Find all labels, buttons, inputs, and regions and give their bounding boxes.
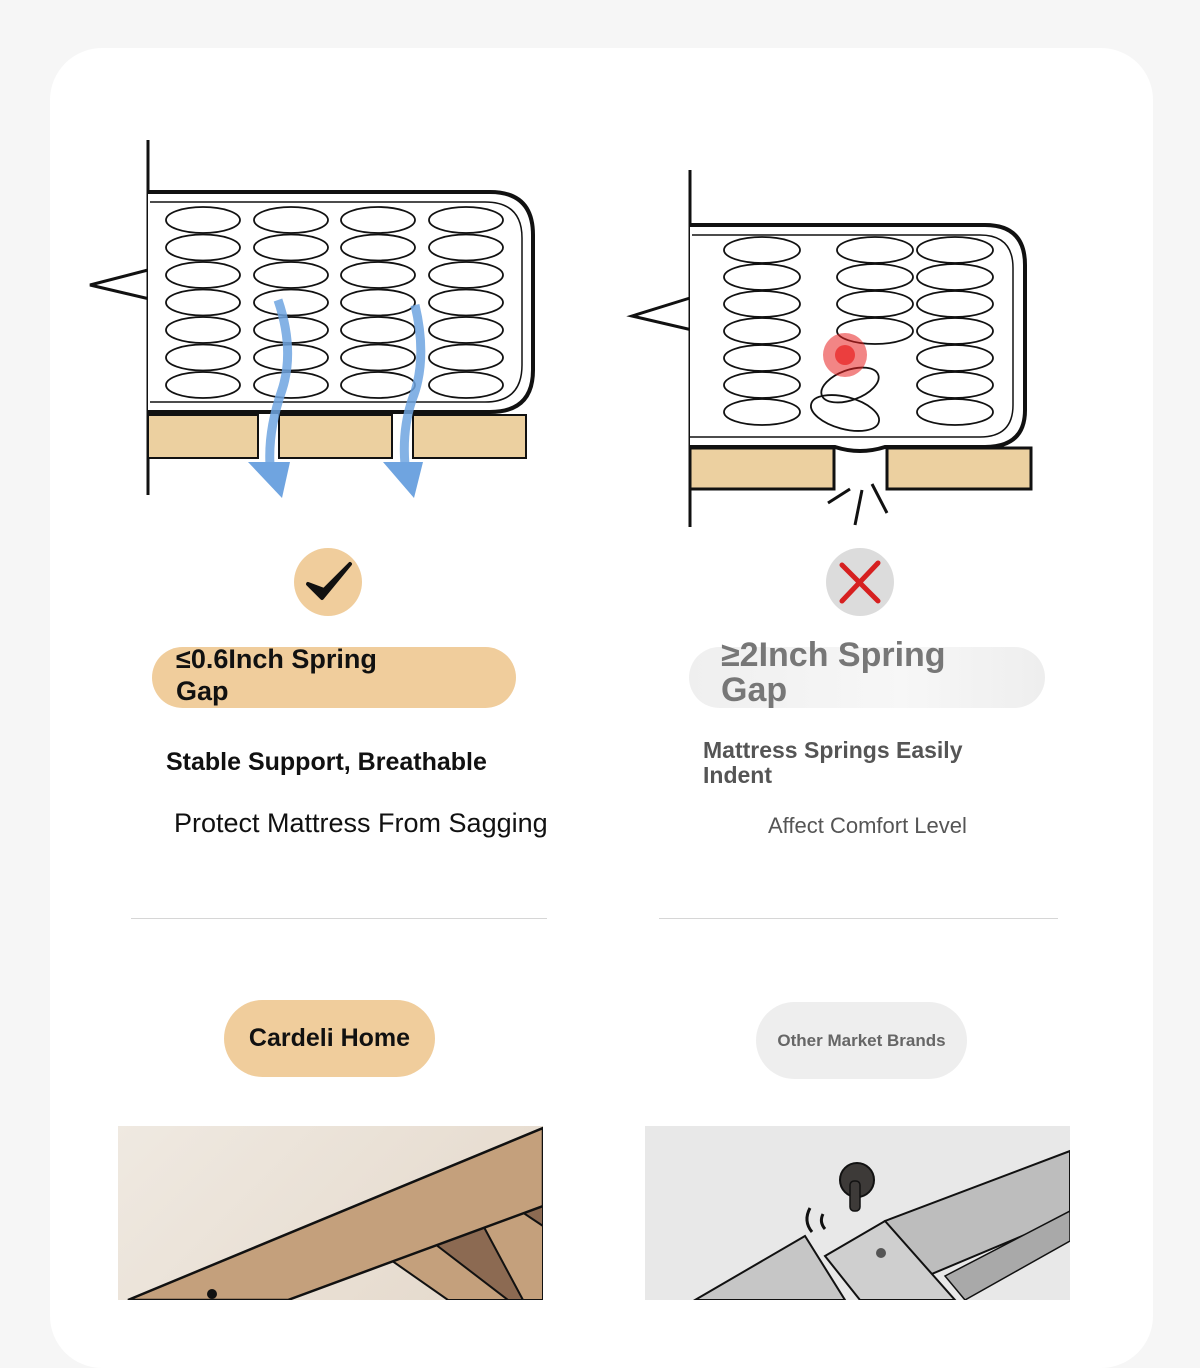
divider	[659, 918, 1058, 919]
rattle-lines-icon	[805, 1207, 827, 1233]
spring-coil	[836, 263, 914, 291]
spring-coil	[340, 261, 416, 289]
spring-coil	[253, 206, 329, 234]
spring-coil	[165, 233, 241, 262]
spring-coil	[340, 343, 416, 372]
spring-coil	[723, 371, 801, 399]
spring-coil	[916, 236, 994, 264]
spring-coil	[165, 261, 241, 289]
spring-coil	[916, 317, 994, 345]
slat	[147, 414, 259, 459]
spring-coil	[428, 206, 504, 234]
spring-coils	[723, 236, 994, 432]
spring-coil	[723, 263, 801, 291]
spring-coil	[340, 206, 416, 234]
bad-spring-gap-illustration	[626, 170, 1033, 527]
spring-coil	[723, 290, 801, 318]
compressed-spring-coil	[810, 394, 880, 432]
spring-coil	[428, 371, 504, 399]
spring-coil	[836, 236, 914, 264]
slat	[412, 414, 527, 459]
badge-text: ≤0.6Inch Spring Gap	[176, 644, 377, 706]
spring-coil	[165, 288, 241, 317]
spring-coil	[253, 233, 329, 262]
spring-coil	[165, 343, 241, 372]
good-spring-gap-illustration	[89, 140, 535, 498]
spring-coil	[253, 288, 329, 317]
badge-text: ≥2Inch Spring Gap	[721, 636, 946, 709]
spring-coils	[165, 206, 504, 399]
spring-coil	[836, 290, 914, 318]
drawback-line-1: Mattress Springs Easily Indent	[703, 737, 963, 788]
spring-coil	[916, 263, 994, 291]
spring-coil	[916, 398, 994, 426]
spring-coil	[836, 317, 914, 345]
checkmark-icon	[294, 548, 362, 616]
spring-coil	[428, 316, 504, 344]
spring-coil	[723, 317, 801, 345]
spring-coil	[165, 206, 241, 234]
spring-coil	[723, 344, 801, 372]
spring-coil	[916, 371, 994, 399]
drawback-line-2: Affect Comfort Level	[768, 813, 967, 838]
spring-coil	[723, 398, 801, 426]
slat	[278, 414, 393, 459]
slat	[688, 446, 836, 491]
benefit-line-1: Stable Support, Breathable	[166, 748, 487, 776]
wooden-slat-frame-image	[118, 1126, 543, 1300]
airflow-arrow-icon	[383, 303, 426, 498]
slat	[885, 446, 1033, 491]
spring-coil	[165, 371, 241, 399]
x-mark-icon	[826, 548, 894, 616]
spring-coil	[165, 316, 241, 344]
spring-coil	[253, 261, 329, 289]
spring-coil	[340, 233, 416, 262]
spring-coil	[428, 343, 504, 372]
other-market-brands-button[interactable]: Other Market Brands	[756, 1002, 967, 1079]
metal-frame-image	[645, 1126, 1070, 1300]
crack-lines-icon	[827, 483, 889, 526]
spring-coil	[428, 288, 504, 317]
airflow-arrow-icon	[248, 298, 293, 498]
bad-spring-gap-badge: ≥2Inch Spring Gap	[689, 638, 1045, 708]
spring-coil	[253, 371, 329, 399]
cardeli-home-button[interactable]: Cardeli Home	[224, 1000, 435, 1077]
divider	[131, 918, 547, 919]
spring-coil	[428, 261, 504, 289]
spring-coil	[916, 290, 994, 318]
benefit-line-2: Protect Mattress From Sagging	[174, 808, 548, 838]
spring-coil	[340, 288, 416, 317]
spring-coil	[723, 236, 801, 264]
good-spring-gap-badge: ≤0.6Inch Spring Gap	[152, 644, 516, 708]
spring-coil	[916, 344, 994, 372]
spring-coil	[428, 233, 504, 262]
